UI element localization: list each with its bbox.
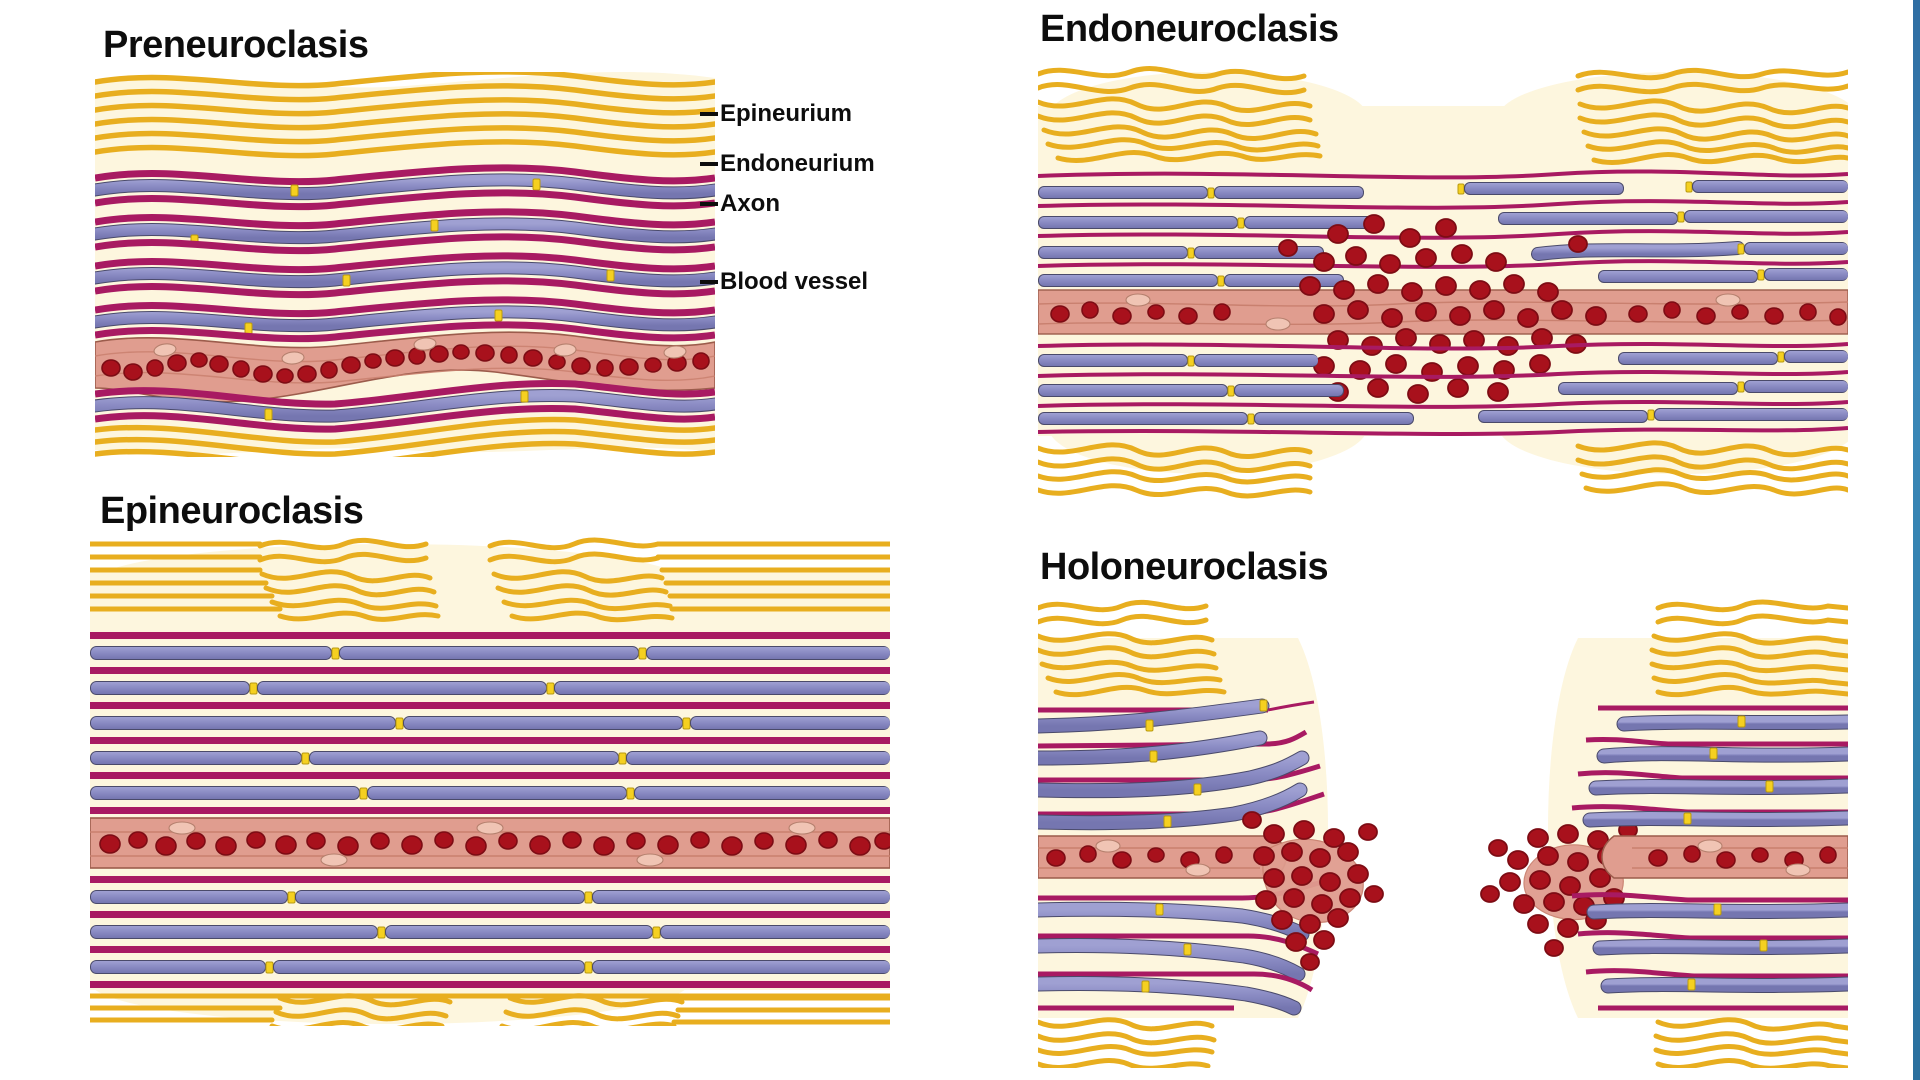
panel-title-holoneuroclasis: Holoneuroclasis (1040, 546, 1329, 588)
leader-line-axon (700, 202, 718, 206)
panel-holoneuroclasis: Holoneuroclasis (1020, 540, 1920, 1080)
callout-blood-vessel: Blood vessel (700, 270, 868, 294)
callout-label-blood-vessel: Blood vessel (720, 268, 869, 295)
callout-endoneurium: Endoneurium (700, 152, 875, 176)
nerve-illustration-preneuroclasis (95, 72, 715, 457)
leader-line-blood-vessel (700, 280, 718, 284)
panel-title-endoneuroclasis: Endoneuroclasis (1040, 8, 1339, 50)
callout-epineurium: Epineurium (700, 102, 852, 126)
callout-label-epineurium: Epineurium (720, 100, 853, 127)
panel-epineuroclasis: Epineuroclasis (0, 480, 920, 1080)
callout-label-endoneurium: Endoneurium (720, 150, 875, 177)
callout-label-axon: Axon (720, 190, 780, 217)
panel-title-preneuroclasis: Preneuroclasis (103, 24, 369, 66)
right-edge-strip[interactable] (1913, 0, 1920, 1080)
panel-title-epineuroclasis: Epineuroclasis (100, 490, 364, 532)
nerve-illustration-holoneuroclasis (1038, 598, 1848, 1068)
leader-line-epineurium (700, 112, 718, 116)
callout-axon: Axon (700, 192, 780, 216)
nerve-illustration-epineuroclasis (90, 536, 890, 1026)
leader-line-endoneurium (700, 162, 718, 166)
panel-endoneuroclasis: Endoneuroclasis (1020, 0, 1920, 520)
nerve-illustration-endoneuroclasis (1038, 58, 1848, 508)
panel-preneuroclasis: Preneuroclasis (0, 0, 920, 480)
